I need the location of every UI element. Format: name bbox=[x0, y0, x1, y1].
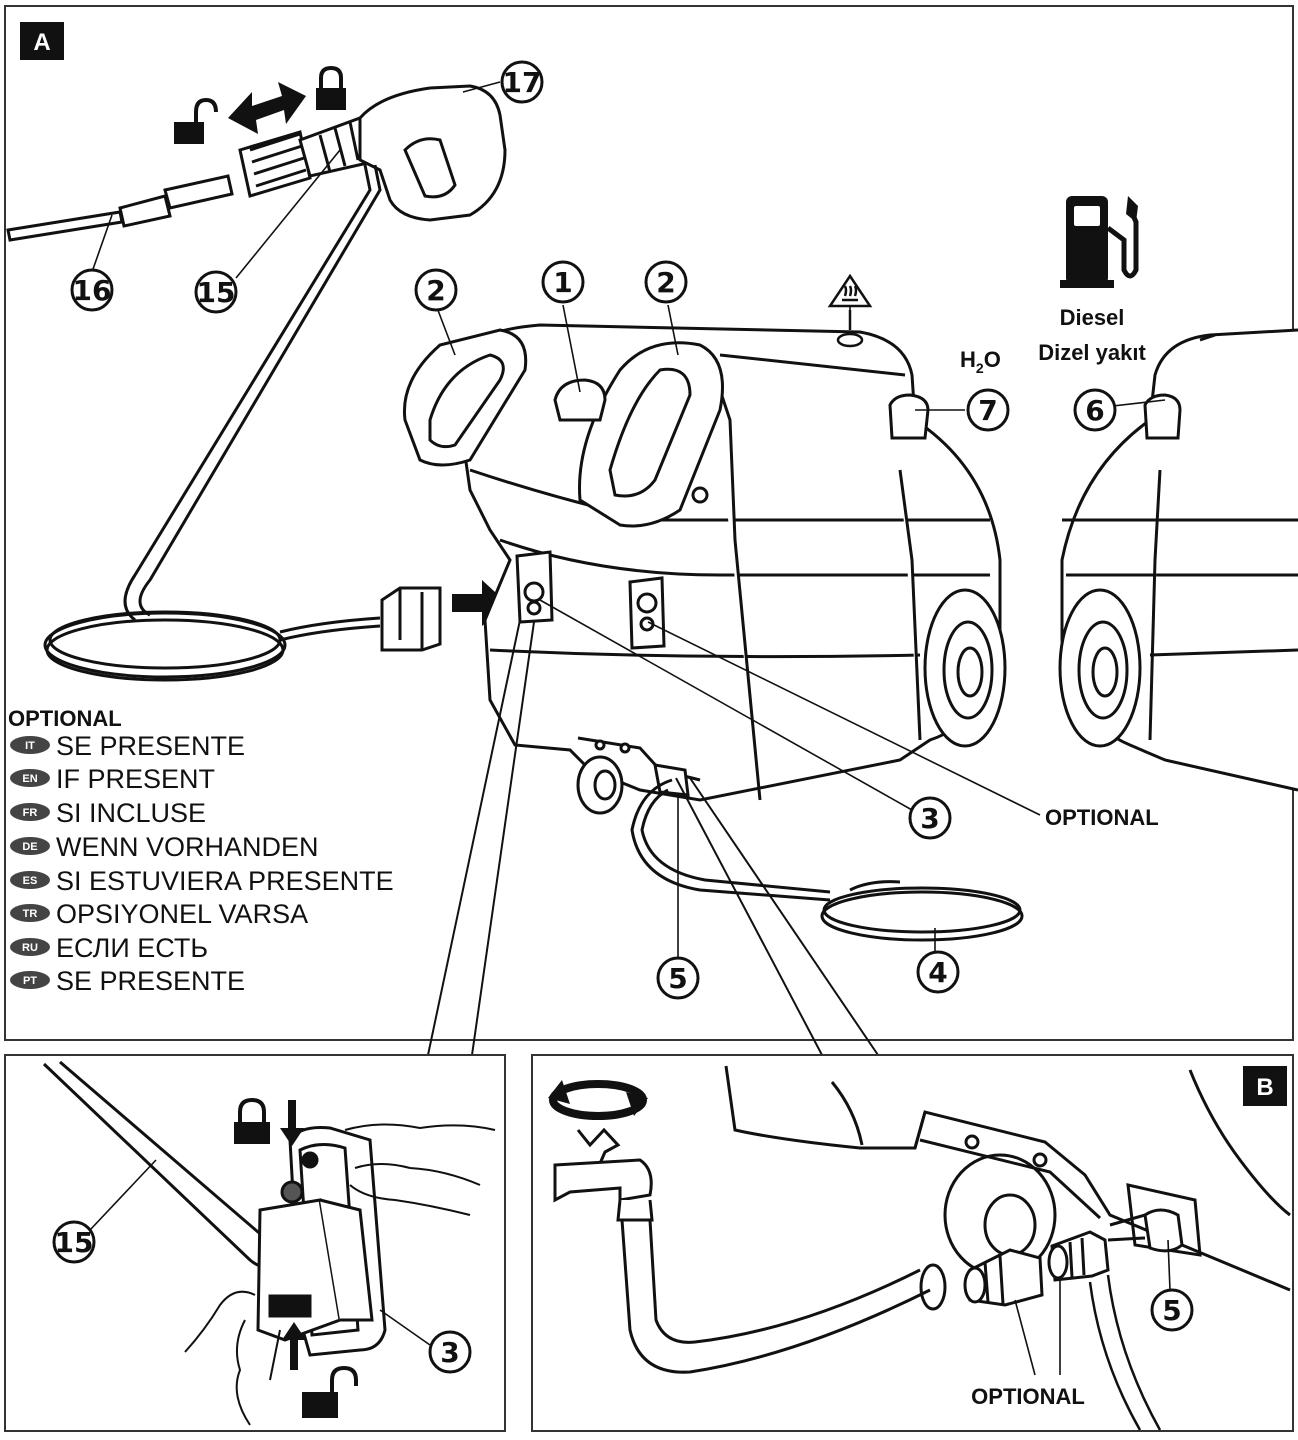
svg-text:SI ESTUVIERA PRESENTE: SI ESTUVIERA PRESENTE bbox=[56, 866, 394, 896]
callout-5: 5 bbox=[668, 962, 687, 995]
callout-circles-detail bbox=[52, 1220, 472, 1374]
spray-gun-drawing bbox=[238, 84, 507, 222]
leader-lines-panel-b bbox=[1014, 1239, 1171, 1376]
language-item-it: IT SE PRESENTE bbox=[10, 731, 245, 761]
leader-lines-detail bbox=[89, 1159, 431, 1346]
second-machine-partial bbox=[1058, 328, 1298, 792]
callout-16: 16 bbox=[73, 274, 112, 307]
rotate-tap-icon bbox=[548, 1080, 648, 1120]
water-label: H2O bbox=[960, 347, 1001, 376]
hose-drawing bbox=[43, 164, 382, 682]
svg-text:DE: DE bbox=[22, 841, 37, 853]
svg-text:EN: EN bbox=[22, 773, 37, 785]
panel-b-couplings bbox=[963, 1208, 1184, 1307]
diesel-title: Diesel bbox=[1060, 305, 1125, 330]
svg-text:IF PRESENT: IF PRESENT bbox=[56, 764, 215, 794]
water-tap-icon bbox=[553, 1127, 654, 1222]
svg-text:FR: FR bbox=[23, 807, 38, 819]
diesel-subtitle: Dizel yakıt bbox=[1038, 340, 1146, 365]
svg-text:SI INCLUSE: SI INCLUSE bbox=[56, 798, 206, 828]
pressure-washer-body bbox=[402, 323, 1007, 815]
svg-text:ЕСЛИ ЕСТЬ: ЕСЛИ ЕСТЬ bbox=[56, 933, 208, 963]
language-item-tr: TR OPSIYONEL VARSA bbox=[10, 899, 308, 929]
panel-b-garden-hose bbox=[620, 1219, 947, 1374]
panel-a-letter-box bbox=[20, 22, 64, 60]
callout-17: 17 bbox=[503, 66, 542, 99]
detail-callout-3: 3 bbox=[440, 1336, 459, 1369]
callout-2-left-handle: 2 bbox=[426, 274, 445, 307]
hose-connector-drawing bbox=[380, 586, 442, 652]
svg-text:WENN VORHANDEN: WENN VORHANDEN bbox=[56, 832, 319, 862]
detail-hands-drawing bbox=[184, 1123, 496, 1426]
svg-text:RU: RU bbox=[22, 942, 38, 954]
callout-7: 7 bbox=[978, 394, 997, 427]
language-item-en: EN IF PRESENT bbox=[10, 764, 215, 794]
language-item-fr: FR SI INCLUSE bbox=[10, 798, 206, 828]
svg-text:IT: IT bbox=[25, 740, 35, 752]
callout-1: 1 bbox=[553, 266, 572, 299]
callout-6: 6 bbox=[1085, 394, 1104, 427]
callout-15: 15 bbox=[197, 276, 236, 309]
svg-text:TR: TR bbox=[23, 908, 38, 920]
optional-label-panel-b: OPTIONAL bbox=[971, 1384, 1085, 1409]
lance-drawing bbox=[6, 174, 234, 242]
optional-label-panel-a: OPTIONAL bbox=[1045, 805, 1159, 830]
panel-b-letter-box bbox=[1243, 1066, 1287, 1106]
language-item-de: DE WENN VORHANDEN bbox=[10, 832, 319, 862]
panel-a-letter: A bbox=[33, 29, 50, 56]
language-list: IT SE PRESENTE EN IF PRESENT FR SI INCLU… bbox=[10, 731, 394, 996]
svg-text:SE PRESENTE: SE PRESENTE bbox=[56, 966, 245, 996]
optional-list-title: OPTIONAL bbox=[8, 706, 122, 731]
detail-callout-15: 15 bbox=[55, 1226, 94, 1259]
padlock-open-icon bbox=[174, 97, 218, 144]
padlock-closed-icon bbox=[316, 65, 346, 110]
panel-b-machine-drawing bbox=[724, 1065, 1291, 1292]
svg-text:ES: ES bbox=[23, 875, 38, 887]
padlock-open-icon bbox=[302, 1365, 358, 1418]
zoom-lines bbox=[427, 619, 879, 1056]
panel-b-callout-5: 5 bbox=[1162, 1294, 1181, 1327]
callout-2-right-handle: 2 bbox=[656, 266, 675, 299]
callout-3: 3 bbox=[920, 802, 939, 835]
callout-circles-panel-a bbox=[70, 60, 1117, 1000]
callout-circles-panel-b bbox=[1150, 1288, 1194, 1332]
detail-socket-drawing bbox=[256, 1126, 387, 1357]
language-item-pt: PT SE PRESENTE bbox=[10, 966, 245, 996]
svg-text:OPSIYONEL VARSA: OPSIYONEL VARSA bbox=[56, 899, 308, 929]
language-item-es: ES SI ESTUVIERA PRESENTE bbox=[10, 866, 394, 896]
callout-4: 4 bbox=[928, 956, 947, 989]
svg-text:SE PRESENTE: SE PRESENTE bbox=[56, 731, 245, 761]
panel-b-supply-hose bbox=[1088, 1274, 1162, 1431]
leader-lines-panel-a bbox=[91, 81, 1166, 958]
panel-b-letter: B bbox=[1256, 1074, 1273, 1101]
arrow-down-icon bbox=[280, 1100, 304, 1146]
double-arrow-icon bbox=[228, 82, 306, 134]
arrow-up-icon bbox=[282, 1322, 306, 1370]
fuel-pump-icon bbox=[1060, 196, 1139, 288]
svg-text:PT: PT bbox=[23, 975, 37, 987]
padlock-closed-icon bbox=[234, 1097, 270, 1144]
language-item-ru: RU ЕСЛИ ЕСТЬ bbox=[10, 933, 208, 963]
